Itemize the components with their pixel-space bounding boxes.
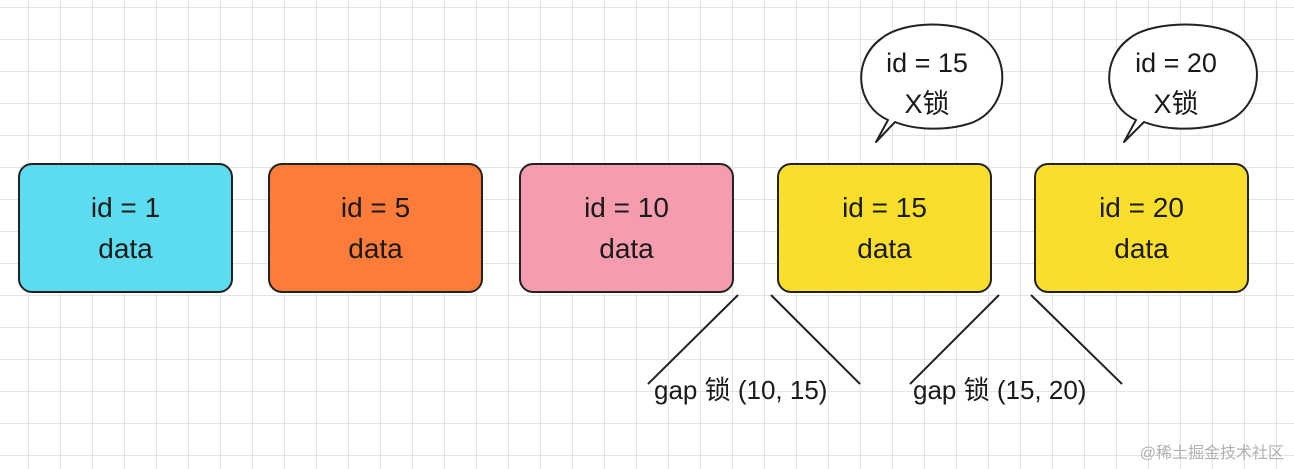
record-data-label: data xyxy=(98,233,153,264)
record-data-label: data xyxy=(599,233,654,264)
record-id-10: id = 10 data xyxy=(519,163,734,293)
gap-lock-label-15-20: gap 锁 (15, 20) xyxy=(913,375,1087,405)
gap-line-15-20-right xyxy=(1030,294,1123,385)
record-data-label: data xyxy=(857,233,912,264)
gap-line-10-15-left xyxy=(647,294,739,385)
record-id-label: id = 20 xyxy=(1099,192,1184,223)
record-data-label: data xyxy=(348,233,403,264)
bubble-id-label: id = 15 xyxy=(886,48,968,78)
bubble-id-label: id = 20 xyxy=(1135,48,1217,78)
speech-bubble-id-20 xyxy=(1108,23,1258,143)
bubble-lock-label: X锁 xyxy=(1153,89,1199,119)
record-id-5: id = 5 data xyxy=(268,163,483,293)
record-id-label: id = 1 xyxy=(90,192,161,223)
bubble-text-id-15: id = 15 X锁 xyxy=(857,43,997,125)
watermark: @稀土掘金技术社区 xyxy=(1139,445,1284,462)
record-id-15: id = 15 data xyxy=(777,163,992,293)
bubble-text-id-20: id = 20 X锁 xyxy=(1106,43,1246,125)
record-id-20: id = 20 data xyxy=(1034,163,1249,293)
record-id-1: id = 1 data xyxy=(18,163,233,293)
gap-line-15-20-left xyxy=(909,294,1000,385)
speech-bubble-id-15 xyxy=(860,23,1004,143)
record-data-label: data xyxy=(1114,233,1169,264)
gap-line-10-15-right xyxy=(770,294,861,385)
gap-lock-label-10-15: gap 锁 (10, 15) xyxy=(654,375,828,405)
record-id-label: id = 10 xyxy=(584,192,669,223)
bubble-lock-label: X锁 xyxy=(904,89,950,119)
record-id-label: id = 5 xyxy=(340,192,411,223)
record-id-label: id = 15 xyxy=(842,192,927,223)
